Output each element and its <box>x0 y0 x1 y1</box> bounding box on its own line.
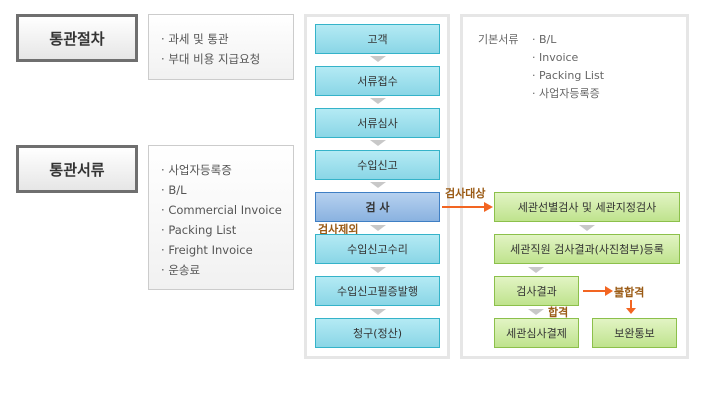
target-label: 검사대상 <box>445 187 486 200</box>
fail-result-box: 보완통보 <box>592 318 677 348</box>
list-item: · 부대 비용 지급요청 <box>161 52 261 66</box>
down-arrow-icon <box>370 98 386 104</box>
list-item: · 사업자등록증 <box>532 87 600 100</box>
down-arrow-icon <box>626 300 636 314</box>
section-title-documents: 통관서류 <box>16 145 138 193</box>
list-item: · B/L <box>532 33 557 46</box>
basic-docs-list: · B/L · Invoice · Packing List · 사업자등록증 <box>532 31 604 103</box>
list-item: · Packing List <box>161 223 237 237</box>
list-item: · 과세 및 통관 <box>161 32 229 46</box>
flow-step-inspection: 검 사 <box>315 192 440 222</box>
list-item: · Freight Invoice <box>161 243 253 257</box>
result-registration-box: 세관직원 검사결과(사진첨부)등록 <box>494 234 680 264</box>
down-arrow-icon <box>528 309 544 315</box>
list-item: · Packing List <box>532 69 605 82</box>
list-item: · Commercial Invoice <box>161 203 282 217</box>
flow-step-billing: 청구(정산) <box>315 318 440 348</box>
down-arrow-icon <box>370 140 386 146</box>
documents-info-box: · 사업자등록증 · B/L · Commercial Invoice · Pa… <box>148 145 294 290</box>
down-arrow-icon <box>579 225 595 231</box>
flow-step-customer: 고객 <box>315 24 440 54</box>
selective-inspection-box: 세관선별검사 및 세관지정검사 <box>494 192 680 222</box>
right-arrow-icon <box>442 202 493 212</box>
fail-label: 불합격 <box>614 286 645 299</box>
down-arrow-icon <box>370 267 386 273</box>
excluded-label: 검사제외 <box>318 223 359 236</box>
flow-step-certificate: 수입신고필증발행 <box>315 276 440 306</box>
down-arrow-icon <box>370 182 386 188</box>
basic-docs-label: 기본서류 <box>478 33 519 46</box>
down-arrow-icon <box>528 267 544 273</box>
pass-result-box: 세관심사결제 <box>494 318 579 348</box>
list-item: · Invoice <box>532 51 579 64</box>
section-title-procedure: 통관절차 <box>16 14 138 62</box>
flow-step-review: 서류심사 <box>315 108 440 138</box>
down-arrow-icon <box>370 309 386 315</box>
pass-label: 합격 <box>548 306 569 319</box>
inspection-result-box: 검사결과 <box>494 276 579 306</box>
procedure-info-box: · 과세 및 통관 · 부대 비용 지급요청 <box>148 14 294 80</box>
flow-step-acceptance: 수입신고수리 <box>315 234 440 264</box>
flow-step-receipt: 서류접수 <box>315 66 440 96</box>
list-item: · 사업자등록증 <box>161 163 232 177</box>
list-item: · B/L <box>161 183 187 197</box>
down-arrow-icon <box>370 225 386 231</box>
flow-step-declaration: 수입신고 <box>315 150 440 180</box>
right-arrow-icon <box>583 286 613 296</box>
list-item: · 운송료 <box>161 263 201 277</box>
down-arrow-icon <box>370 56 386 62</box>
